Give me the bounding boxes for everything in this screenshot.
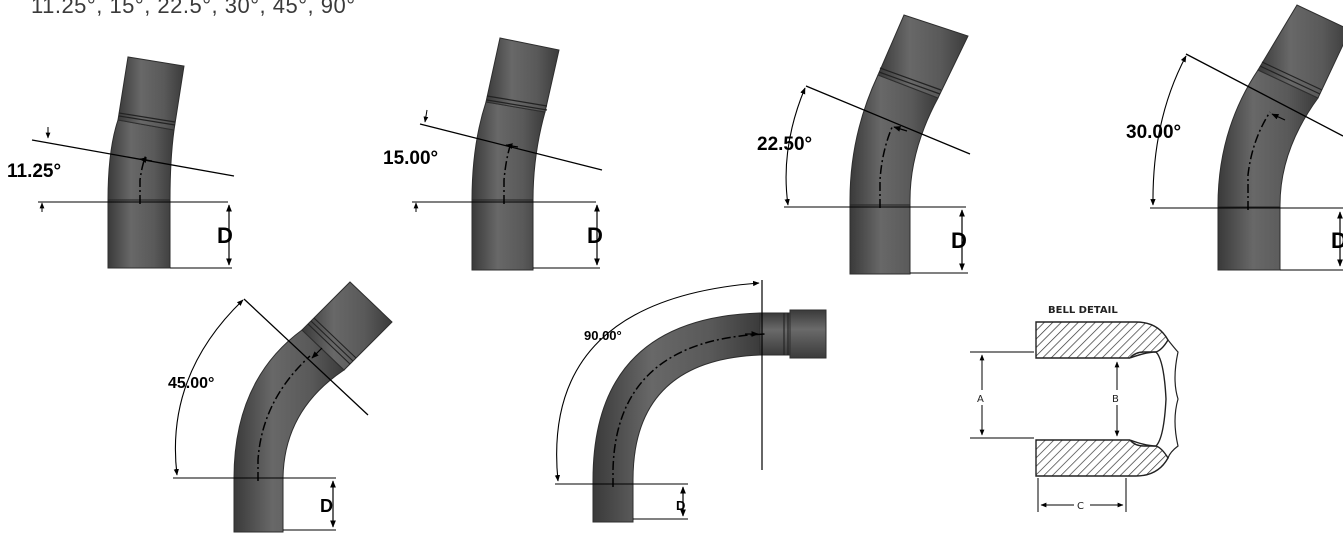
bell-detail-title: BELL DETAIL	[1048, 305, 1118, 316]
bell-label-b: B	[1112, 394, 1119, 405]
elbow-22-50-angle-label: 22.50°	[757, 134, 812, 155]
elbow-11-25-angle-label: 11.25°	[7, 161, 61, 182]
elbow-15-d-label: D	[587, 223, 603, 248]
elbow-90-d-label: D	[676, 498, 685, 513]
elbow-45-angle-label: 45.00°	[168, 375, 214, 392]
elbow-11-25: 11.25° D	[7, 56, 235, 269]
bell-label-c: C	[1077, 501, 1084, 512]
elbow-30-d-label: D	[1331, 228, 1343, 253]
elbow-11-25-d-label: D	[217, 223, 233, 248]
elbow-15-angle-label: 15.00°	[383, 148, 438, 169]
elbow-45: 45.00° D	[168, 281, 393, 533]
angles-header: 11.25°, 15°, 22.5°, 30°, 45°, 90°	[31, 0, 356, 18]
bell-detail: BELL DETAIL A B C	[970, 305, 1179, 512]
bell-label-a: A	[977, 394, 984, 405]
elbow-90-angle-label: 90.00°	[584, 328, 622, 343]
elbow-30: 30.00° D	[1126, 4, 1343, 271]
elbow-30-angle-label: 30.00°	[1126, 122, 1181, 143]
elbow-90: 90.00° D	[554, 280, 827, 523]
elbow-45-d-label: D	[320, 496, 333, 516]
elbow-22-50: 22.50° D	[757, 14, 971, 275]
elbow-15: 15.00° D	[383, 37, 603, 271]
elbow-22-50-d-label: D	[951, 228, 967, 253]
